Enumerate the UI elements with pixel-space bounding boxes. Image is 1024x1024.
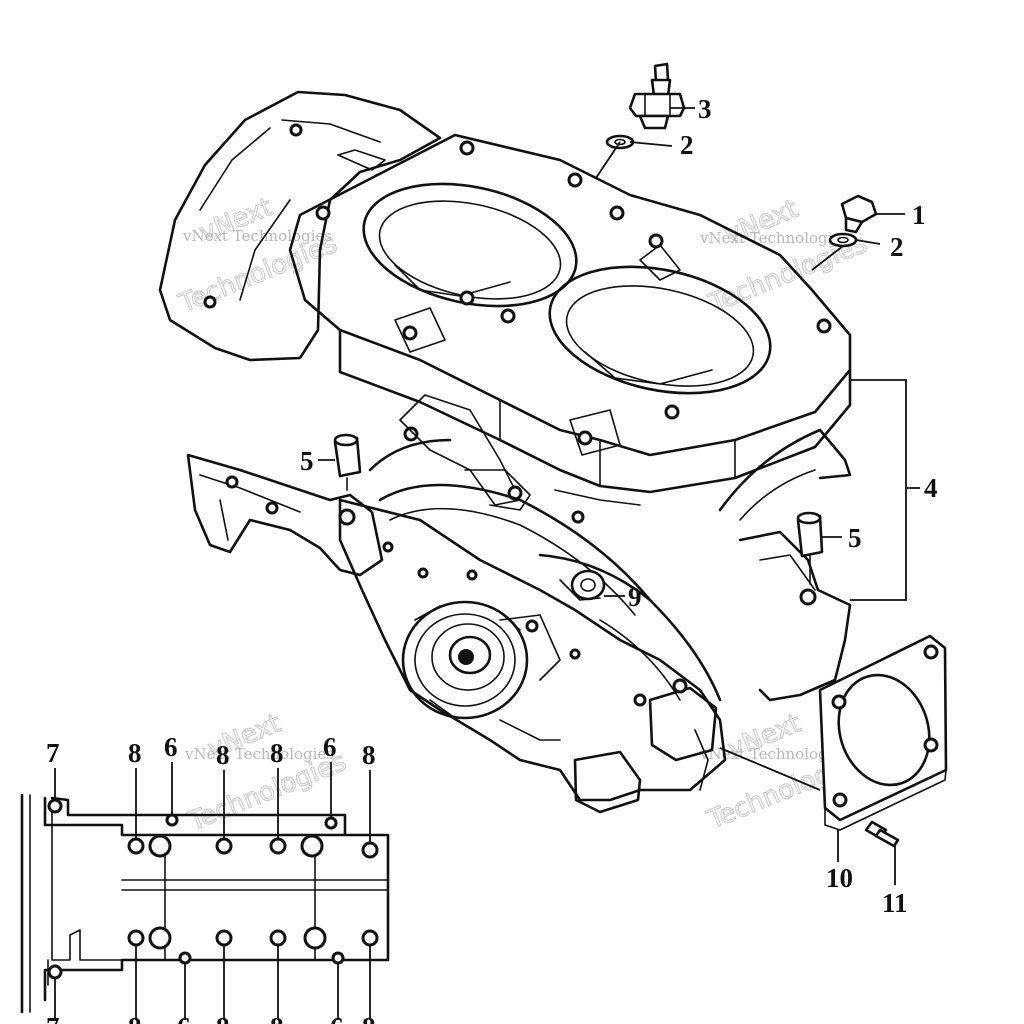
inset-callout-8: 8	[216, 740, 230, 770]
watermark-company: vNext Technologies	[182, 227, 332, 245]
inset-callout-7: 7	[46, 738, 60, 768]
inset-callout-6: 6	[323, 732, 337, 762]
callout-2: 2	[890, 232, 904, 262]
callout-10: 10	[826, 863, 853, 893]
fitting-part-3	[628, 62, 686, 130]
inset-callout-8: 8	[128, 1012, 142, 1024]
callout-5: 5	[300, 446, 314, 476]
inset-callout-8: 8	[216, 1012, 230, 1024]
dowel-pin-part-5	[333, 433, 824, 606]
inset-callout-8: 8	[270, 738, 284, 768]
sleeve-part-9	[570, 569, 606, 601]
callout-labels: 3 2 1 2 4 5 5 9 10 11	[300, 94, 938, 918]
watermark-company: vNext Technologies	[184, 745, 334, 763]
plug-bolt-part-1	[840, 194, 878, 234]
screw-part-11	[864, 820, 900, 848]
callout-3: 3	[698, 94, 712, 124]
inset-callout-8: 8	[362, 1012, 376, 1024]
watermark-company: vNext Technologies	[699, 229, 849, 247]
callout-5: 5	[848, 523, 862, 553]
callout-4: 4	[924, 473, 938, 503]
inset-callout-6: 6	[177, 1012, 191, 1024]
callout-9: 9	[628, 582, 642, 612]
inset-callout-7: 7	[46, 1012, 60, 1024]
callout-1: 1	[912, 200, 926, 230]
washer-part-2b	[828, 232, 858, 248]
upper-crankcase	[158, 90, 852, 521]
callout-2: 2	[680, 130, 694, 160]
inset-callout-6: 6	[164, 732, 178, 762]
watermark-group: vNext Technologies vNext Technologies vN…	[174, 192, 872, 838]
cover-plate-part-10	[818, 634, 948, 831]
inset-callout-6: 6	[330, 1012, 344, 1024]
inset-callout-8: 8	[128, 738, 142, 768]
inset-bottom-view: 7 8 6 8 8 6 8 7 8 6 8 8 6 8	[20, 732, 390, 1024]
watermark-company: vNext Technologies	[699, 745, 849, 763]
inset-callout-8: 8	[270, 1012, 284, 1024]
leader-lines	[318, 107, 920, 885]
inset-callout-8: 8	[362, 740, 376, 770]
callout-11: 11	[882, 888, 908, 918]
lower-crankcase	[186, 453, 852, 814]
